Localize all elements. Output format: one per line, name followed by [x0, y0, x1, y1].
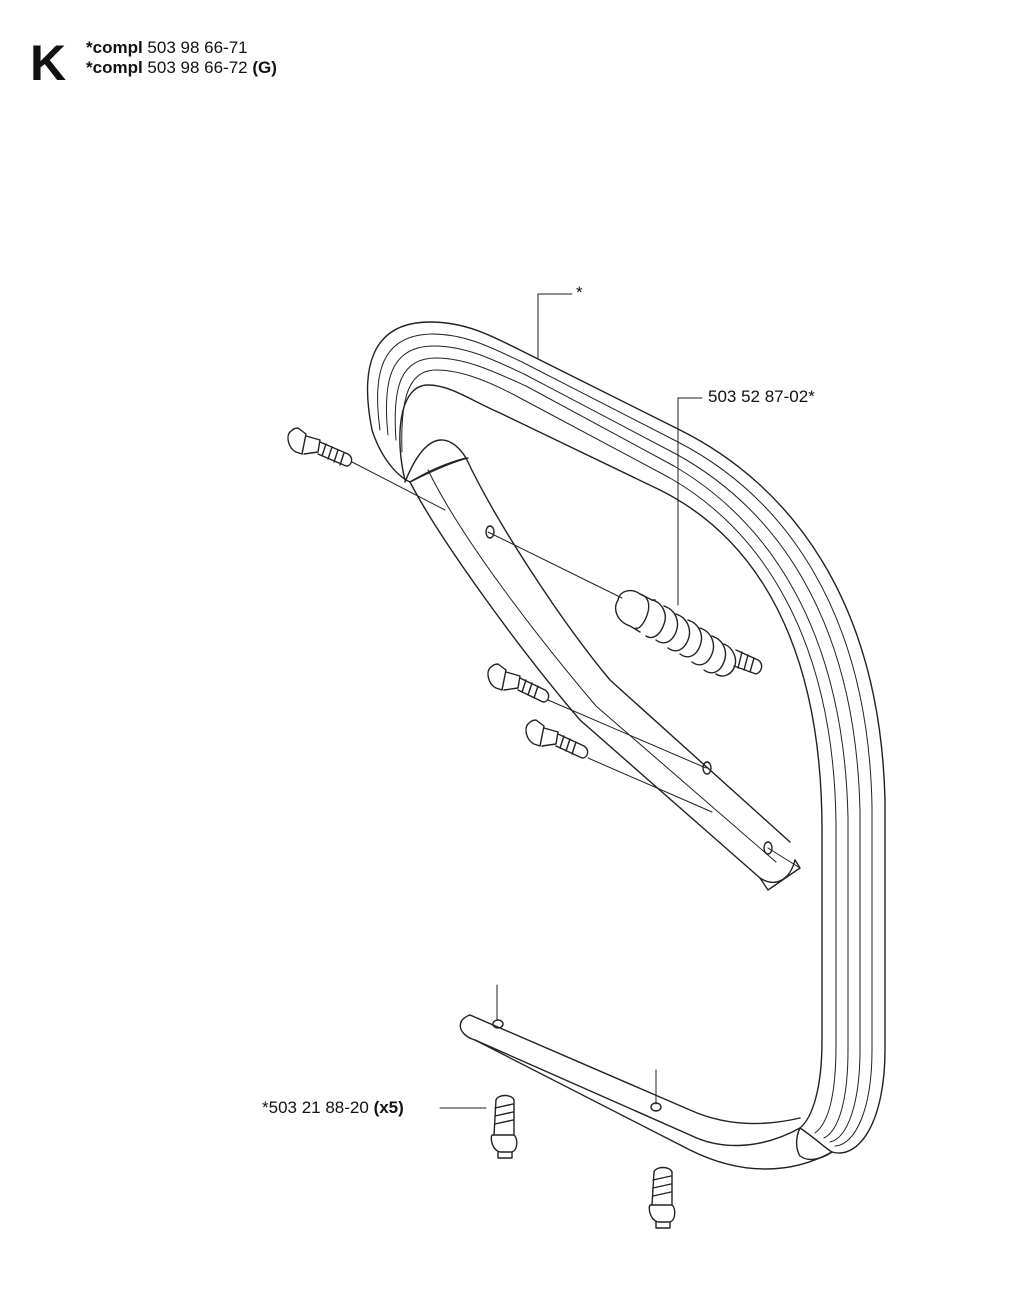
assembly-prefix: *compl: [86, 38, 143, 57]
callout-leaders: [439, 293, 703, 1109]
screw: [525, 719, 589, 759]
assembly-prefix: *compl: [86, 58, 143, 77]
front-handle-bar: [366, 321, 886, 1161]
assembly-guide-lines: [351, 461, 801, 1105]
screw: [490, 1094, 518, 1159]
callout-screw: *503 21 88-20 (x5): [262, 1098, 404, 1118]
screw: [487, 663, 550, 703]
assembly-variant: (G): [252, 58, 277, 77]
assembly-part-number: 503 98 66-72: [147, 58, 248, 77]
section-letter: K: [30, 35, 67, 91]
callout-handle: *: [576, 283, 583, 302]
screw: [648, 1166, 676, 1229]
assembly-list: *compl 503 98 66-71 *compl 503 98 66-72 …: [86, 38, 277, 78]
callout-screw-quantity: (x5): [373, 1098, 404, 1117]
screw: [287, 427, 353, 467]
assembly-part-number: 503 98 66-71: [147, 38, 248, 57]
callout-buffer-part-number: 503 52 87-02*: [708, 387, 815, 406]
assembly-line-1: *compl 503 98 66-71: [86, 38, 277, 58]
vibration-buffer: [614, 589, 763, 677]
assembly-line-2: *compl 503 98 66-72 (G): [86, 58, 277, 78]
handle-brace: [409, 457, 801, 891]
callout-screw-part-number: *503 21 88-20: [262, 1098, 369, 1117]
bottom-mounting-plate: [459, 1014, 833, 1170]
